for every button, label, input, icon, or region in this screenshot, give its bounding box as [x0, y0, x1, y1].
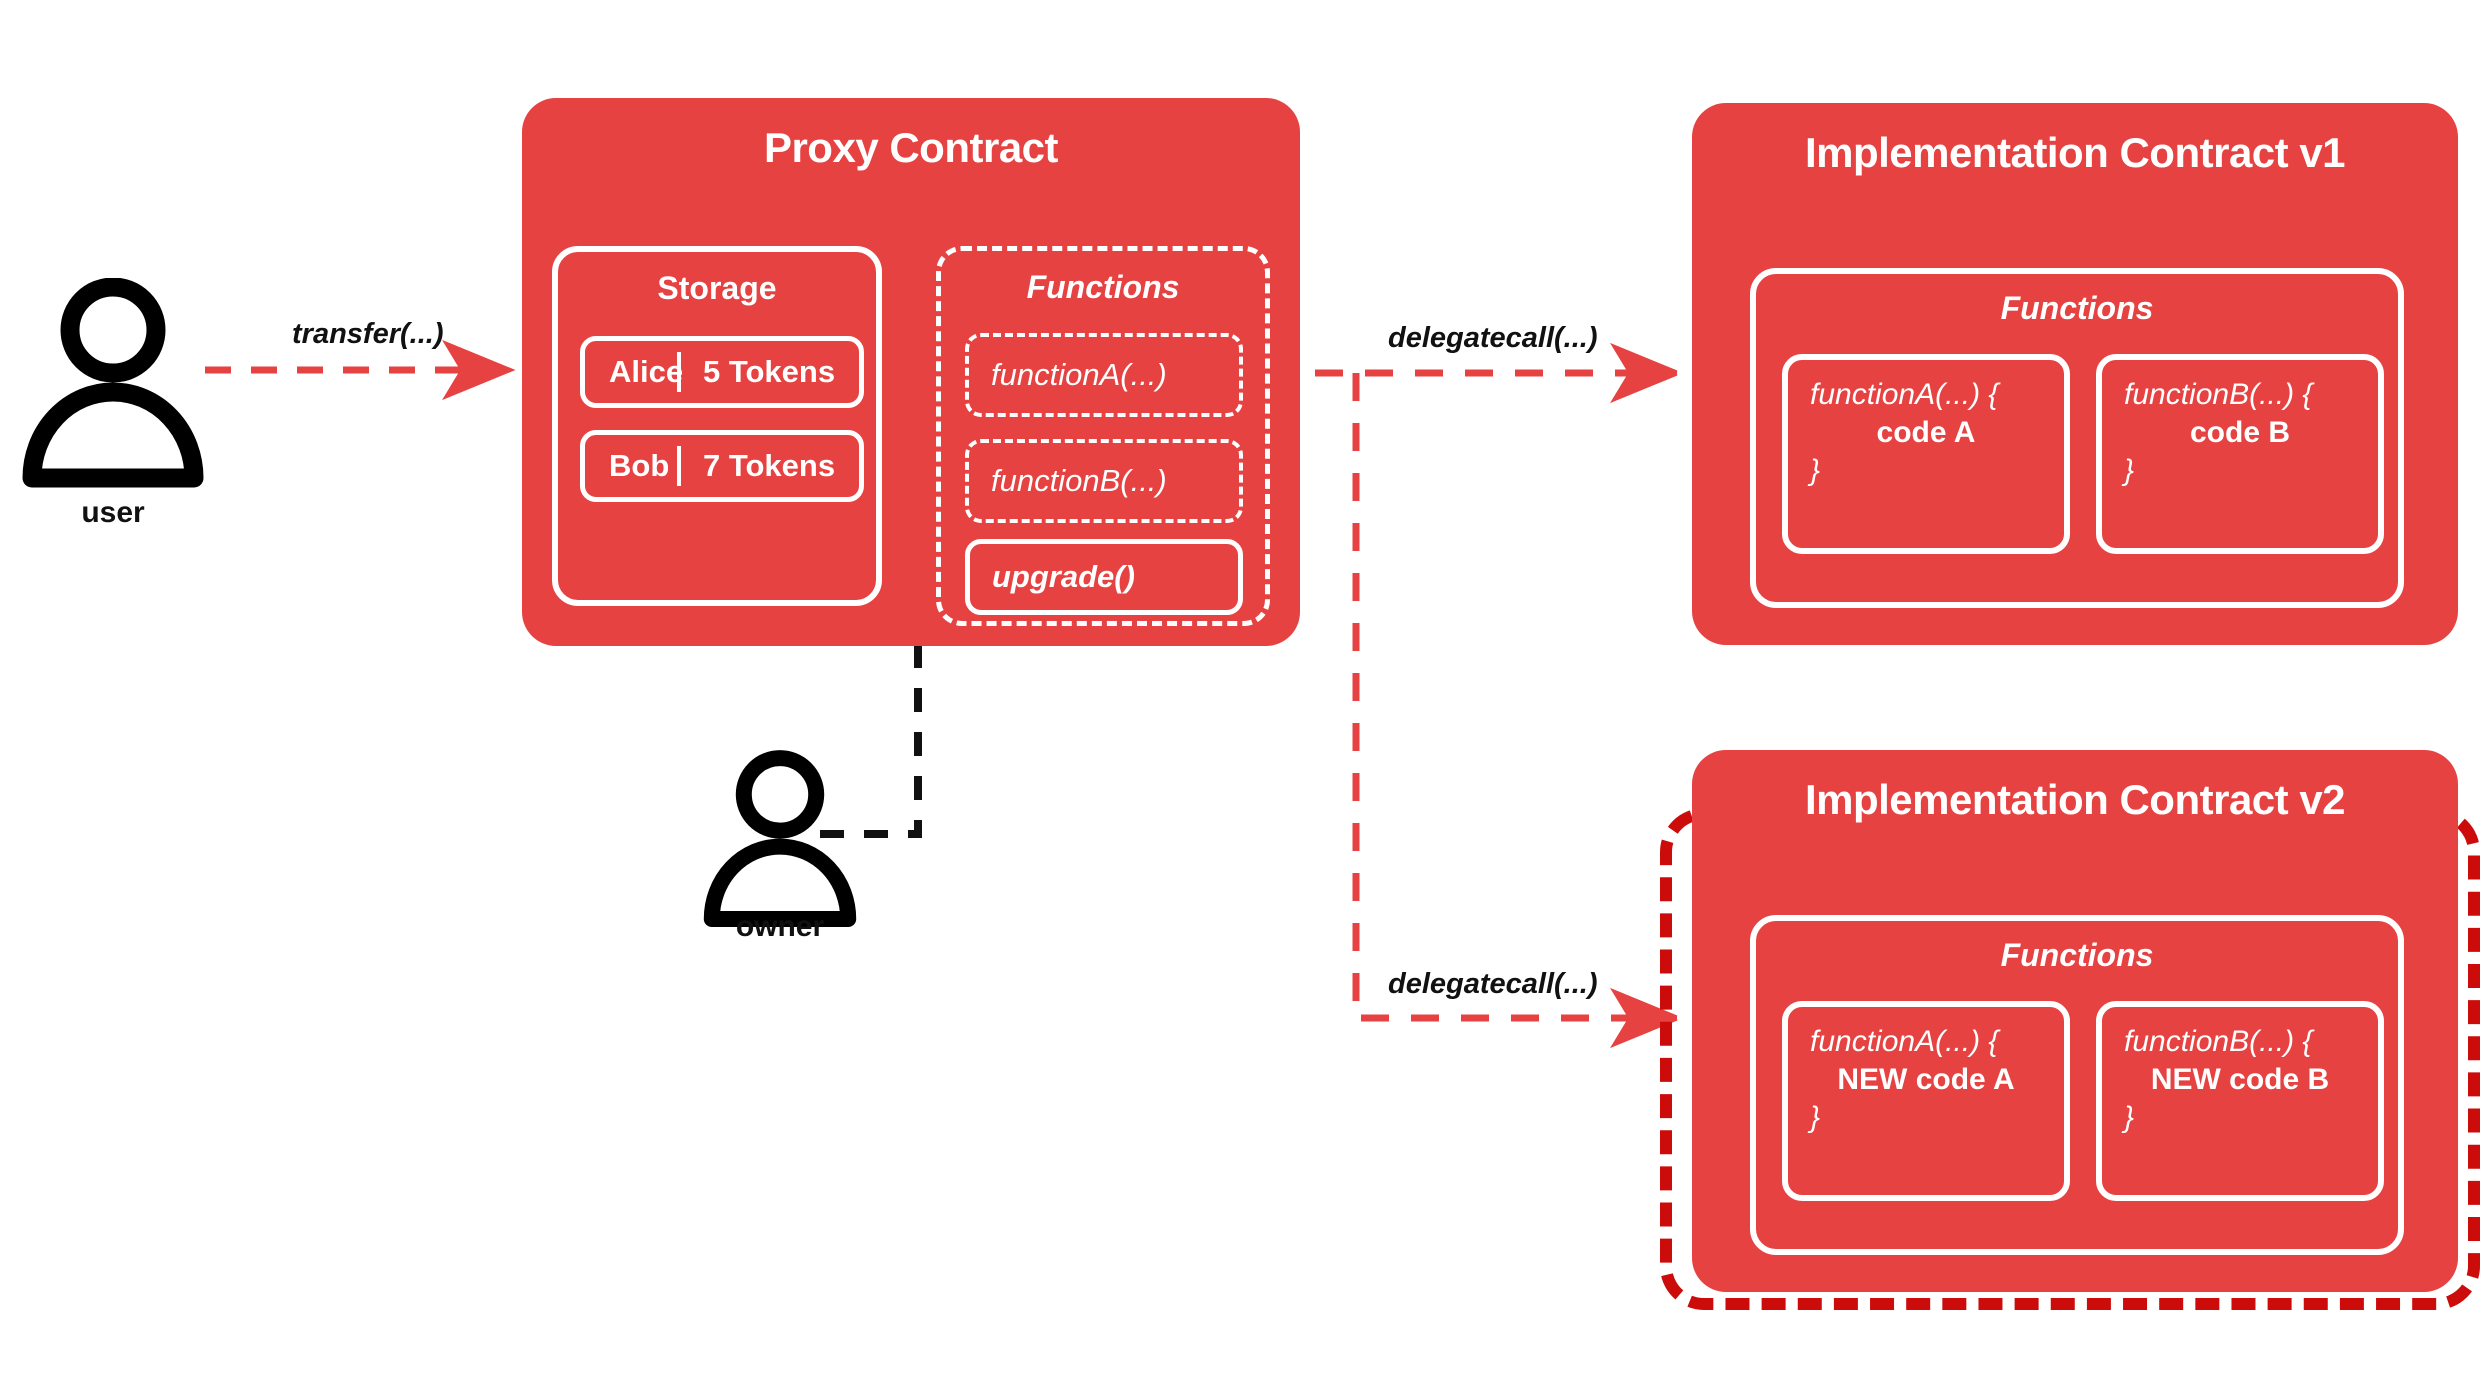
storage-row[interactable]: Alice 5 Tokens [580, 336, 864, 408]
storage-row-value: 5 Tokens [703, 354, 836, 389]
storage-row-value: 7 Tokens [703, 448, 836, 483]
v1-functions-label: Functions [2000, 290, 2154, 326]
v1-function-box-a[interactable]: functionA(...) { code A } [1782, 354, 2070, 554]
storage-row-divider [677, 352, 681, 392]
v2-functions-panel[interactable]: Functions functionA(...) { NEW code A } … [1750, 915, 2404, 1255]
proxy-function-label: functionB(...) [991, 463, 1167, 498]
proxy-storage-label: Storage [657, 270, 777, 306]
proxy-function-functionb[interactable]: functionB(...) [965, 439, 1243, 523]
storage-row-name: Bob [609, 448, 670, 483]
v1-function-b-signature: functionB(...) { [2124, 378, 2313, 411]
person-icon [703, 750, 857, 927]
v2-function-box-a[interactable]: functionA(...) { NEW code A } [1782, 1001, 2070, 1201]
proxy-storage-panel[interactable]: Storage Alice 5 Tokens Bob 7 Tokens [552, 246, 882, 606]
v2-function-a-signature: functionA(...) { [1810, 1025, 1999, 1058]
proxy-functions-panel[interactable]: Functions functionA(...) functionB(...) … [936, 246, 1270, 626]
actor-label-user: user [81, 496, 145, 529]
v1-functions-panel[interactable]: Functions functionA(...) { code A } func… [1750, 268, 2404, 608]
v2-function-b-body: NEW code B [2150, 1063, 2330, 1096]
proxy-functions-label: Functions [1026, 269, 1180, 305]
storage-row-name: Alice [609, 354, 684, 389]
edge-label-delegatecall-v1: delegatecall(...) [1388, 322, 1598, 354]
v1-function-a-signature: functionA(...) { [1810, 378, 1999, 411]
v2-function-a-close: } [1810, 1101, 1821, 1134]
v1-function-a-close: } [1810, 454, 1821, 487]
proxy-function-upgrade[interactable]: upgrade() [965, 539, 1243, 615]
actor-label-owner: owner [735, 910, 825, 943]
implementation-v2-card[interactable]: Implementation Contract v2 Functions fun… [1692, 750, 2458, 1292]
proxy-contract-title: Proxy Contract [763, 124, 1059, 171]
v1-function-b-close: } [2124, 454, 2135, 487]
edge-label-transfer: transfer(...) [292, 318, 444, 350]
proxy-contract-card[interactable]: Proxy Contract Storage Alice 5 Tokens Bo… [522, 98, 1300, 646]
person-icon [22, 278, 204, 488]
v2-function-b-signature: functionB(...) { [2124, 1025, 2313, 1058]
storage-row-divider [677, 446, 681, 486]
edge-label-delegatecall-v2: delegatecall(...) [1388, 968, 1598, 1000]
v1-function-a-body: code A [1876, 416, 1976, 449]
v2-function-box-b[interactable]: functionB(...) { NEW code B } [2096, 1001, 2384, 1201]
proxy-function-label: functionA(...) [991, 357, 1167, 392]
v2-function-b-close: } [2124, 1101, 2135, 1134]
implementation-v1-title: Implementation Contract v1 [1804, 129, 2346, 176]
implementation-v2-title: Implementation Contract v2 [1804, 776, 2346, 823]
v2-function-a-body: NEW code A [1837, 1063, 2015, 1096]
storage-row[interactable]: Bob 7 Tokens [580, 430, 864, 502]
proxy-function-label: upgrade() [992, 559, 1135, 594]
implementation-v1-card[interactable]: Implementation Contract v1 Functions fun… [1692, 103, 2458, 645]
v1-function-box-b[interactable]: functionB(...) { code B } [2096, 354, 2384, 554]
proxy-function-functiona[interactable]: functionA(...) [965, 333, 1243, 417]
v1-function-b-body: code B [2189, 416, 2291, 449]
edge-delegatecall-v2 [1352, 373, 1684, 1049]
v2-functions-label: Functions [2000, 937, 2154, 973]
